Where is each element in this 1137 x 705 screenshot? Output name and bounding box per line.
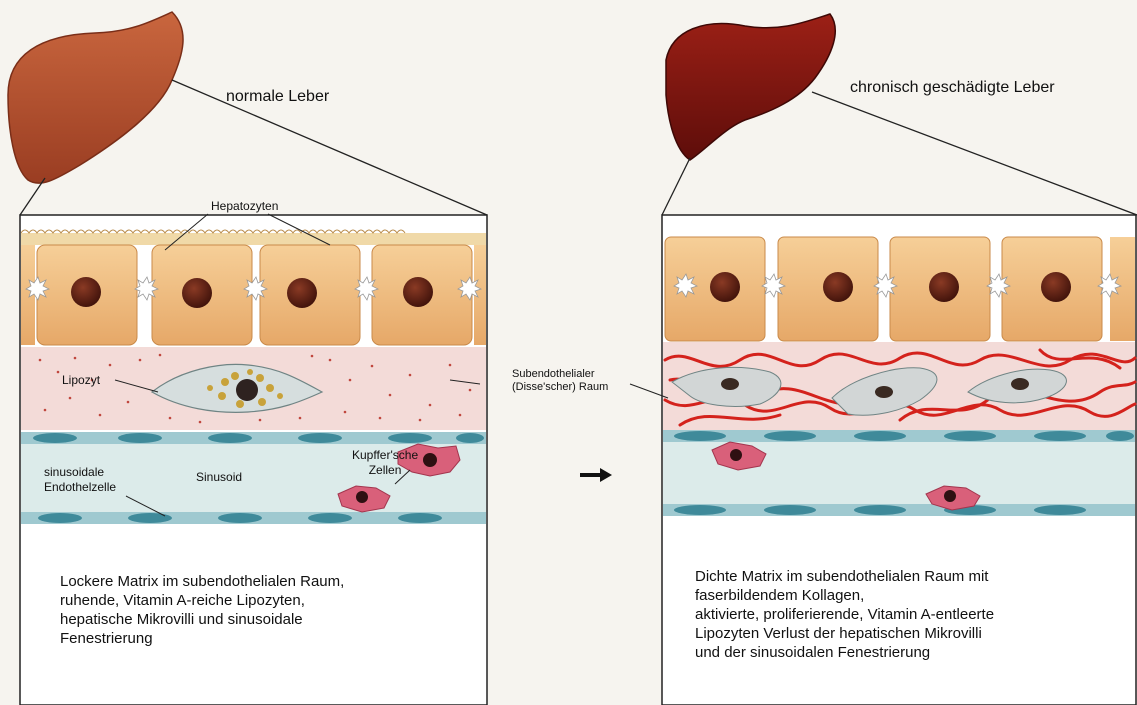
hepatocytes-label: Hepatozyten [211,199,278,213]
endothelial-cell-label: sinusoidale Endothelzelle [44,465,116,495]
lipocyte-label: Lipozyt [62,373,100,387]
normal-liver-label: normale Leber [226,88,329,106]
sinusoid-label: Sinusoid [196,470,242,484]
normal-description: Lockere Matrix im subendothelialen Raum,… [60,572,344,648]
subendothelial-space-label: Subendothelialer (Disse'scher) Raum [512,368,608,394]
damaged-liver-icon [666,14,835,160]
arrow-right-icon [580,468,612,482]
kupffer-cells-label: Kupffer'sche Zellen [352,448,418,478]
normal-liver-icon [8,12,183,183]
hepatocyte-row-damaged [665,237,1135,341]
damaged-liver-label: chronisch geschädigte Leber [850,79,1055,97]
damaged-description: Dichte Matrix im subendothelialen Raum m… [695,567,994,662]
